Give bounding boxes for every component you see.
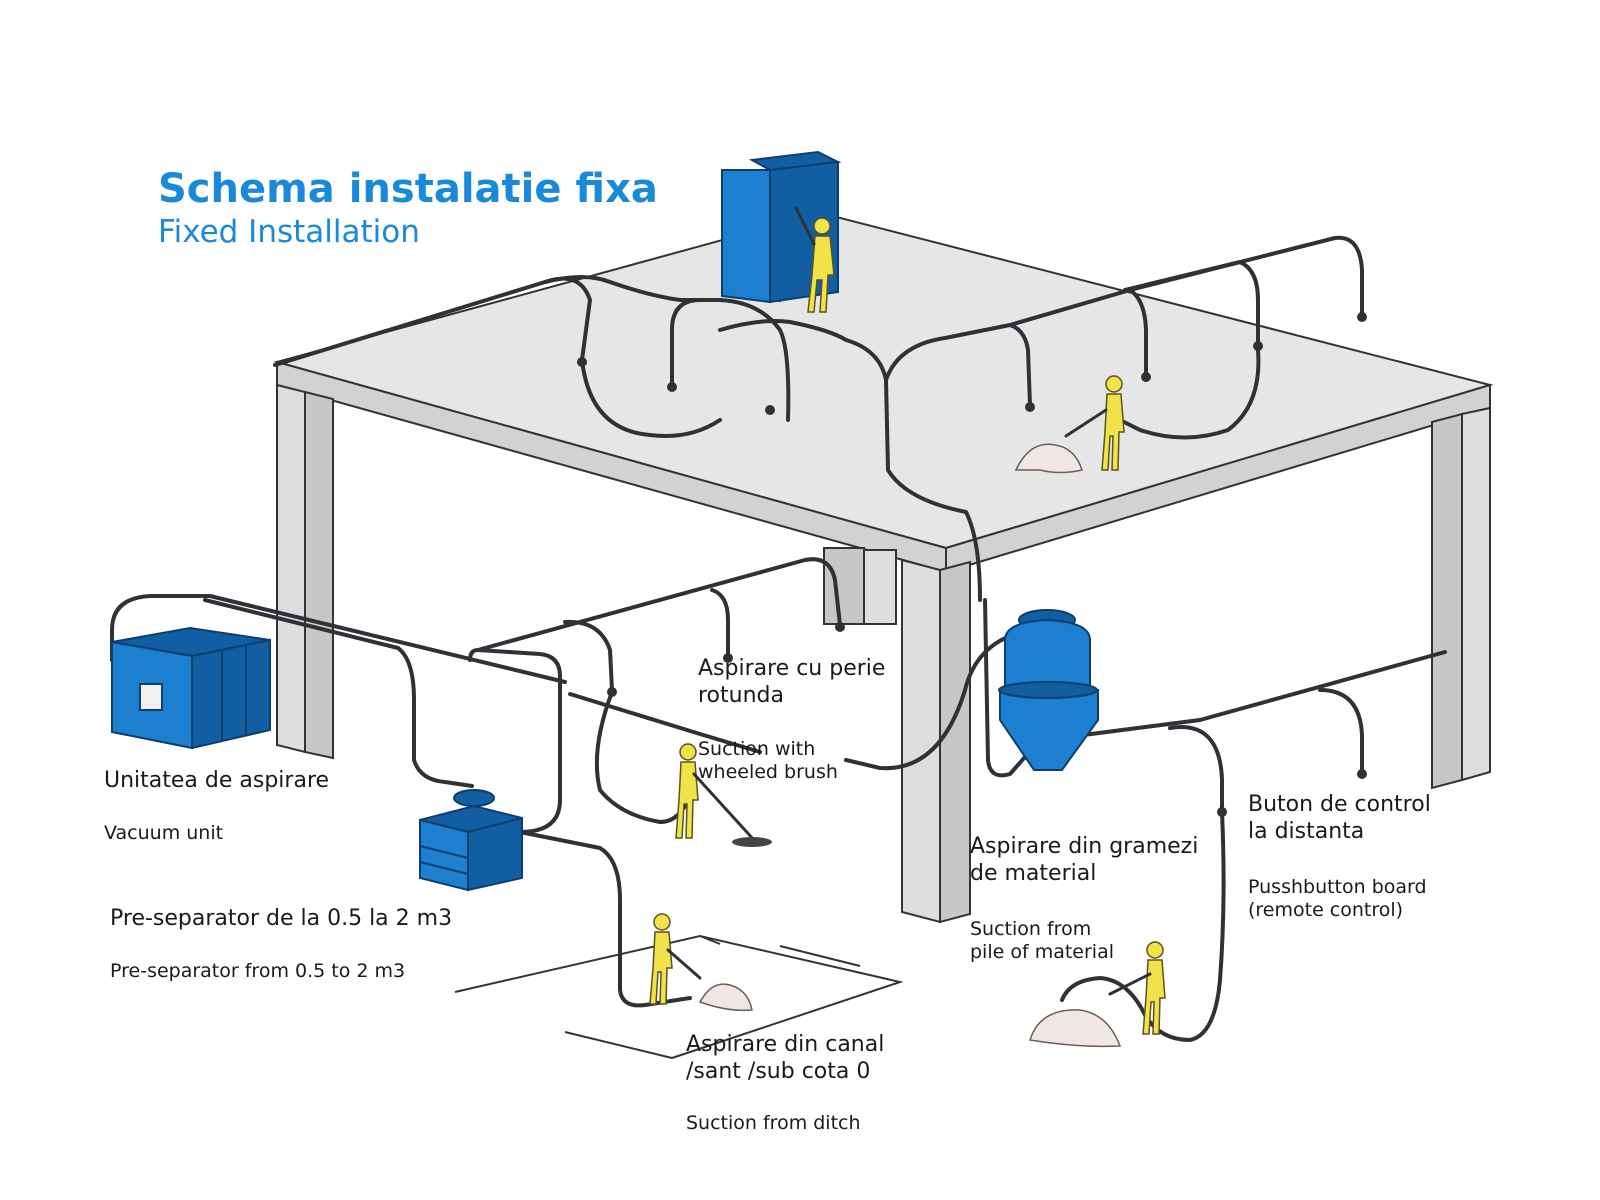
roof-pipe-network <box>273 235 1367 602</box>
label-ditch-en: Suction from ditch <box>686 1112 861 1134</box>
ditch <box>454 934 904 1059</box>
diagram-subtitle: Fixed Installation <box>158 214 420 250</box>
label-pre-separator-ro: Pre-separator de la 0.5 la 2 m3 <box>110 906 453 931</box>
pre-separator <box>419 789 523 892</box>
label-pre-separator-en: Pre-separator from 0.5 to 2 m3 <box>110 960 406 982</box>
ground-pipe-network <box>110 557 1447 1042</box>
label-pushbutton-en: Pusshbutton board (remote control) <box>1248 876 1427 922</box>
diagram-title: Schema instalatie fixa <box>158 166 658 212</box>
label-wheeled-brush-ro: Aspirare cu perie rotunda <box>698 656 886 708</box>
worker-roof-pile <box>1014 375 1125 474</box>
worker-wheeled-brush <box>675 743 772 847</box>
concrete-structure <box>273 211 1494 924</box>
cyclone-separator <box>998 609 1099 771</box>
label-ditch-ro: Aspirare din canal /sant /sub cota 0 <box>686 1032 885 1084</box>
label-vacuum-unit-ro: Unitatea de aspirare <box>104 768 330 793</box>
label-pile-ro: Aspirare din gramezi de material <box>970 834 1199 886</box>
label-pile-en: Suction from pile of material <box>970 918 1115 964</box>
vacuum-unit <box>111 626 271 750</box>
worker-ditch <box>649 913 753 1012</box>
label-wheeled-brush-en: Suction with wheeled brush <box>698 738 838 784</box>
worker-roof-top <box>794 206 835 313</box>
label-pushbutton-ro: Buton de control la distanta <box>1248 792 1431 844</box>
worker-ground-pile <box>1029 941 1166 1048</box>
label-vacuum-unit-en: Vacuum unit <box>104 822 224 844</box>
